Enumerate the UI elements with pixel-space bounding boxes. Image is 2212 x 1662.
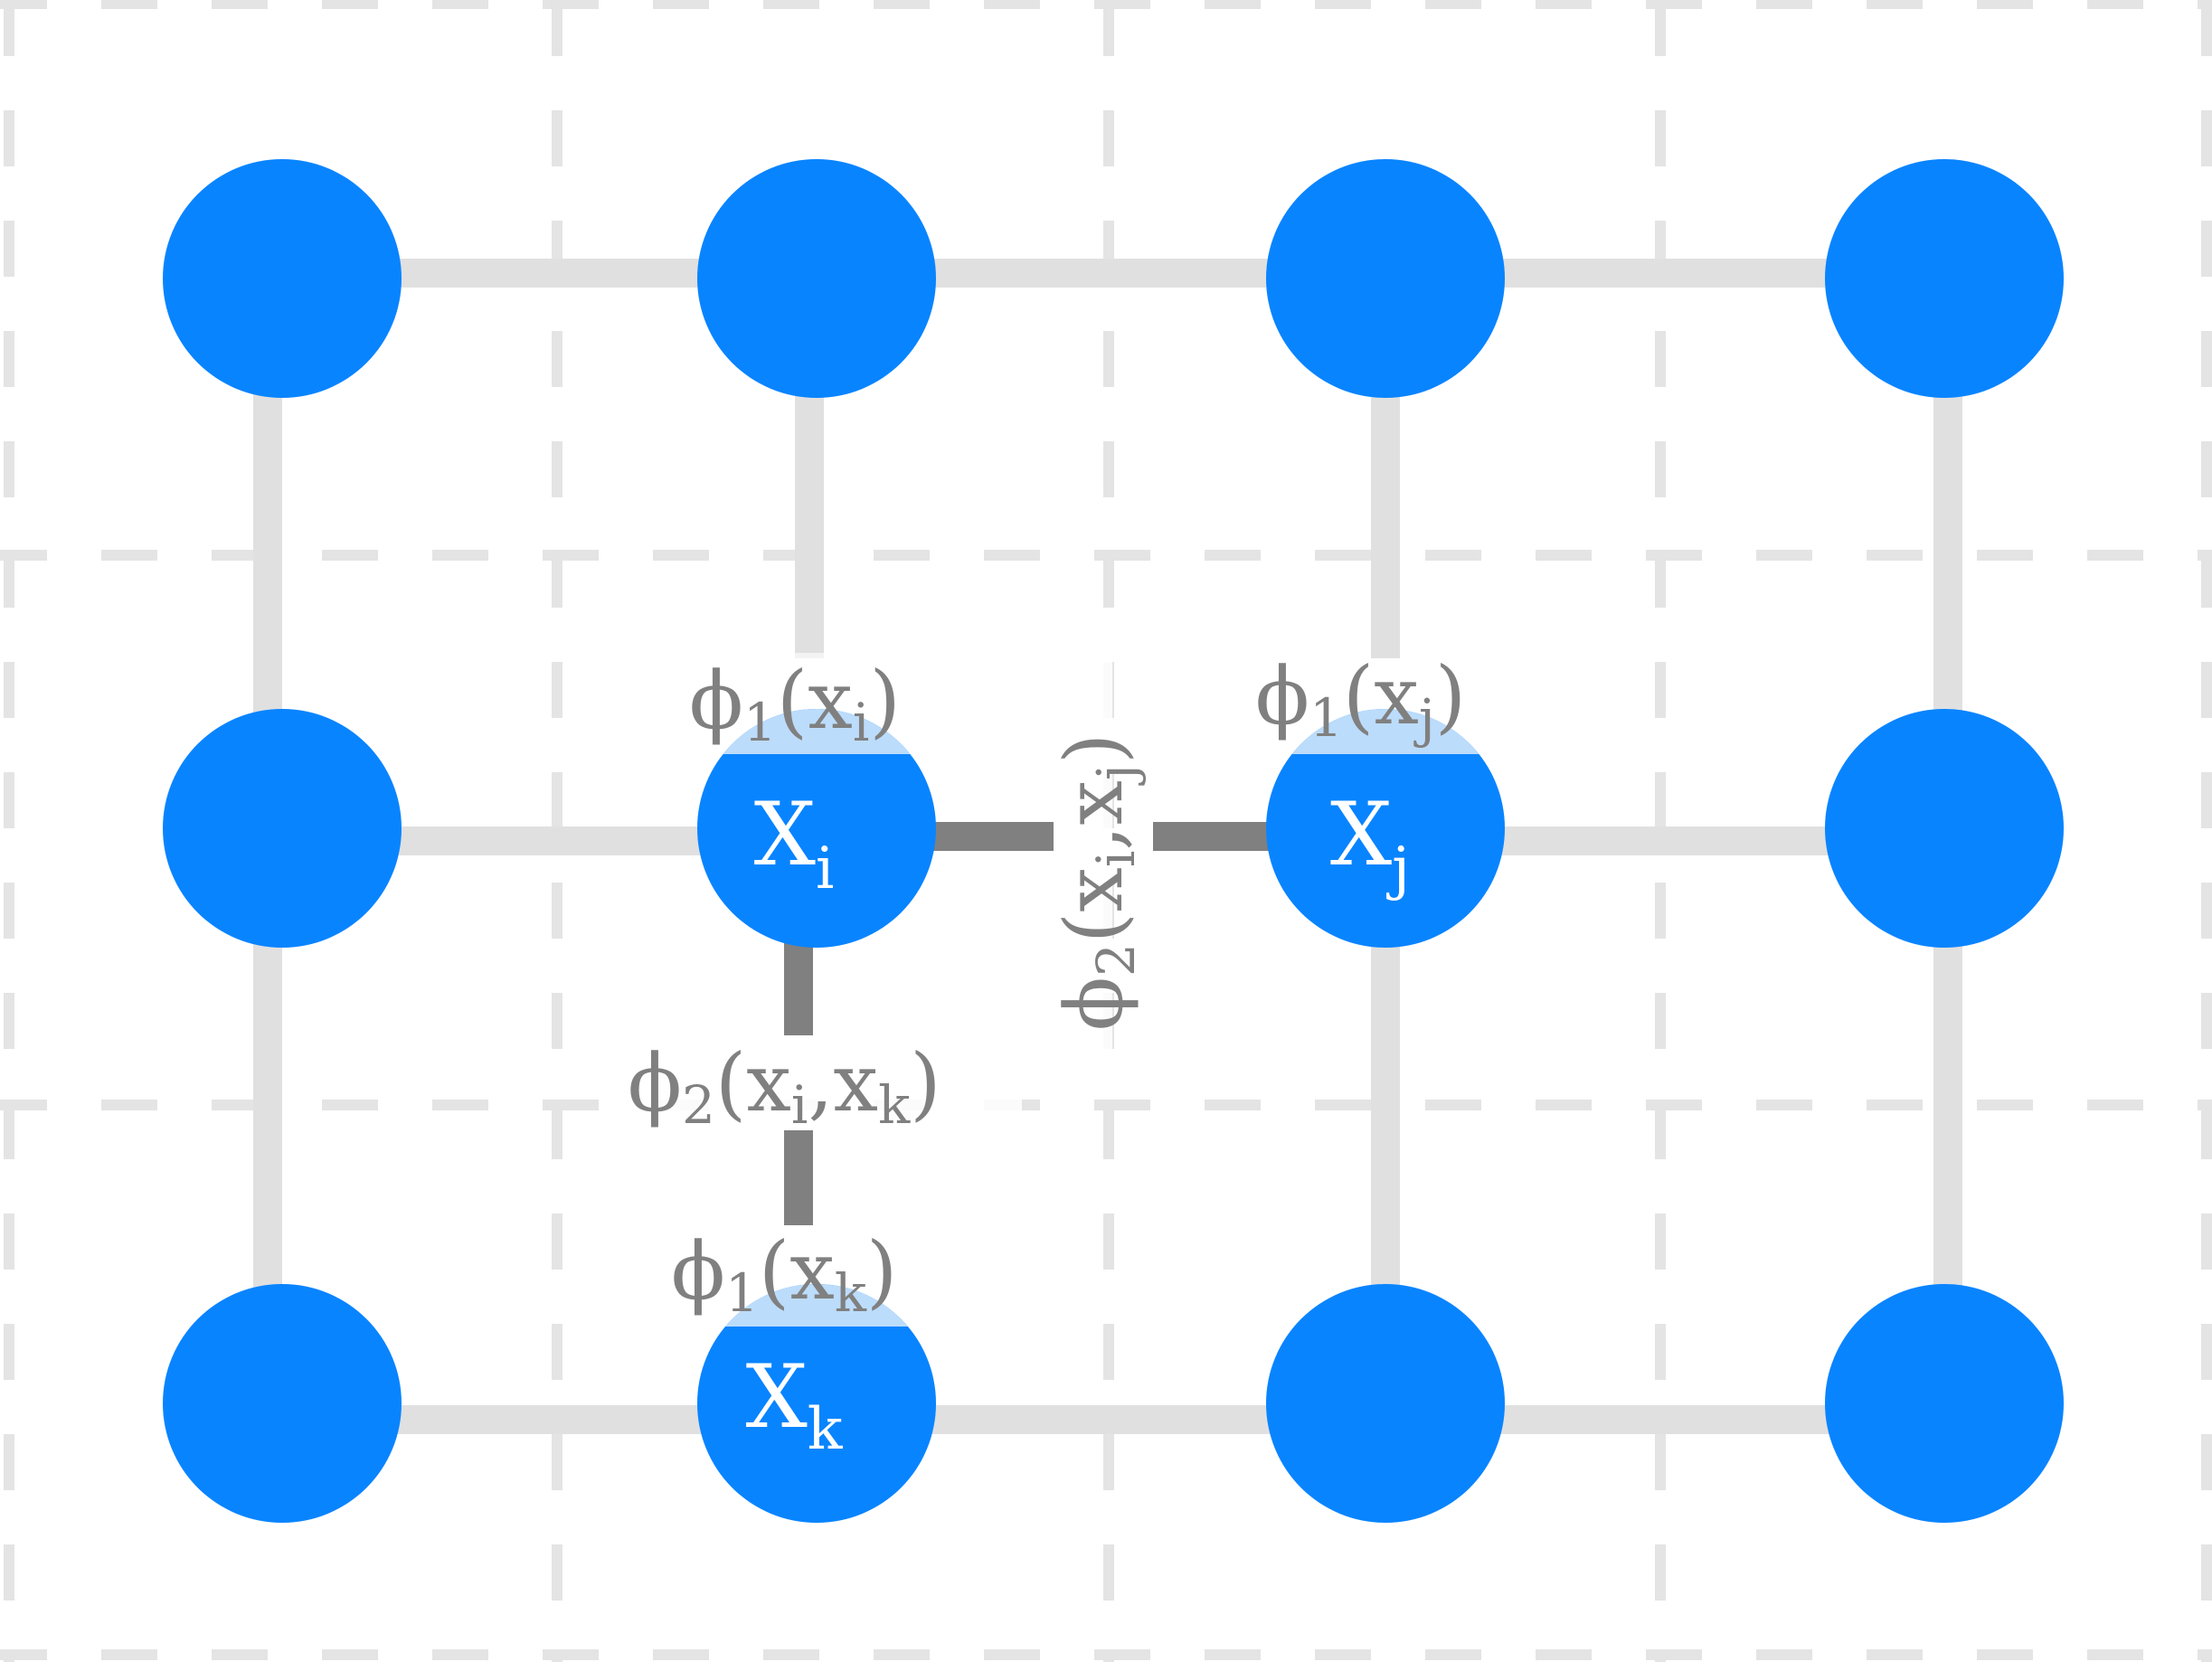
node	[1825, 709, 2064, 948]
unary-potential-j: ϕ1(xj)	[1255, 649, 1466, 749]
node	[697, 159, 936, 398]
node	[1266, 159, 1505, 398]
node-xk-label: Xk	[745, 1346, 843, 1463]
node-xk: Xk	[697, 1284, 936, 1523]
pairwise-potential-ik: ϕ2(xi,xk)	[628, 1036, 941, 1136]
node	[163, 709, 402, 948]
node	[1825, 1284, 2064, 1523]
label-backdrop-ik	[624, 1031, 1022, 1117]
node	[1266, 1284, 1505, 1523]
node	[163, 1284, 402, 1523]
label-backdrop-ij	[1056, 624, 1112, 1058]
unary-potential-k: ϕ1(xk)	[671, 1224, 897, 1324]
node-xi-label: Xi	[754, 784, 835, 902]
node	[163, 159, 402, 398]
lattice-nodes	[163, 159, 2064, 1523]
node-xi: Xi	[697, 709, 936, 948]
node-xj: Xj	[1266, 709, 1505, 948]
pairwise-potential-ij: ϕ2(xi,xj)	[1047, 733, 1147, 1031]
unary-potential-i: ϕ1(xi)	[689, 654, 901, 753]
active-edges	[784, 822, 1271, 1225]
node	[1825, 159, 2064, 398]
